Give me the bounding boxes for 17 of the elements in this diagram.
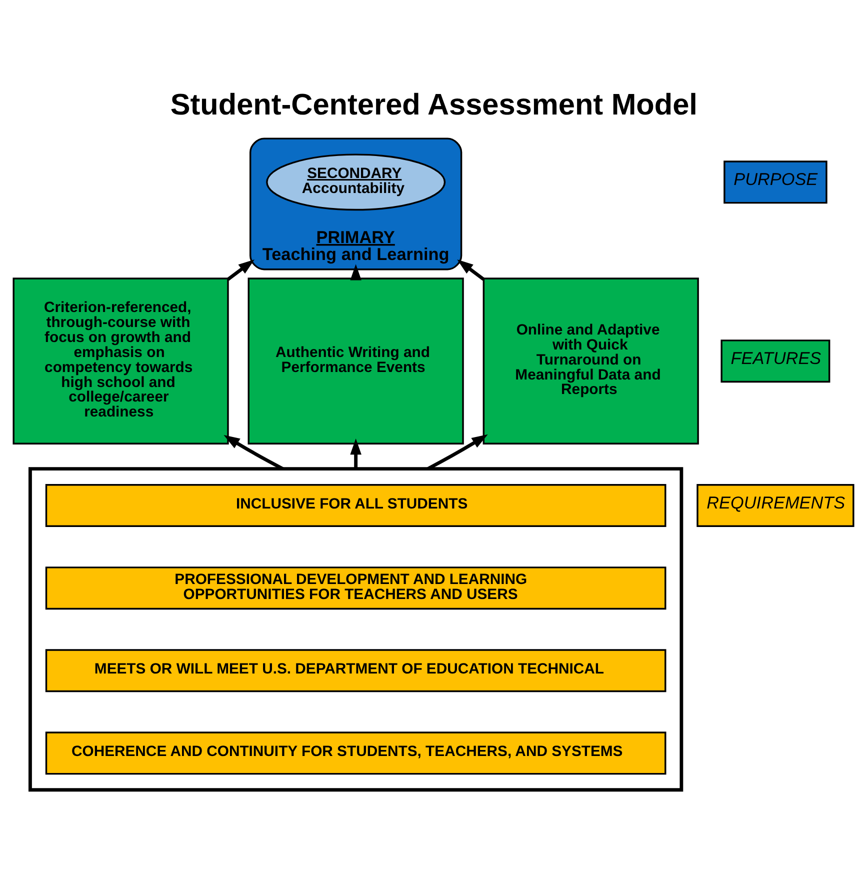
node-box: PURPOSE bbox=[723, 160, 827, 204]
node-box: COHERENCE AND CONTINUITY FOR STUDENTS, TEACHERS, AND SYSTEMS bbox=[44, 732, 666, 775]
arrow bbox=[226, 259, 254, 281]
node-ellipse: SECONDARY Accountability bbox=[266, 154, 446, 211]
node-box: MEETS OR WILL MEET U.S. DEPARTMENT OF EDUCATION TECHNICAL bbox=[44, 649, 666, 692]
arrow bbox=[350, 438, 361, 469]
node-box: REQUIREMENTS bbox=[696, 484, 854, 528]
arrow bbox=[426, 434, 488, 470]
diagram-title: Student-Centered Assessment Model bbox=[170, 88, 697, 122]
cluster bbox=[28, 467, 683, 792]
node-box: Criterion-referenced, through-course with focus on growth and emphasis on competency towards high school and college/career readiness bbox=[12, 278, 228, 444]
node-box: Online and Adaptive with Quick Turnaround on Meaningful Data and Reports bbox=[482, 278, 698, 444]
node-box: FEATURES bbox=[720, 340, 830, 383]
node-box: INCLUSIVE FOR ALL STUDENTS bbox=[44, 484, 666, 528]
arrow bbox=[456, 259, 484, 281]
node-box: PROFESSIONAL DEVELOPMENT AND LEARNING OPPORTUNITIES FOR TEACHERS AND USERS bbox=[44, 566, 666, 610]
arrow bbox=[223, 435, 284, 470]
